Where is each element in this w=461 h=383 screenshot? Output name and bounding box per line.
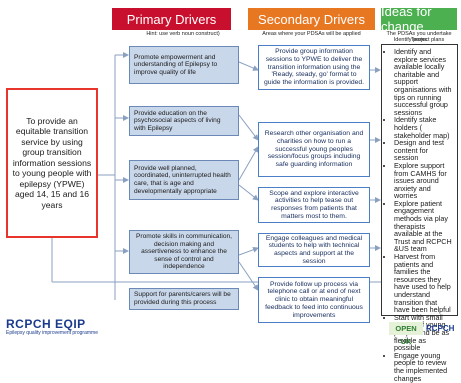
primary-driver-text: Promote empowerment and understanding of… — [134, 53, 218, 76]
idea-item: Identify stake holders ( stakeholder map… — [394, 116, 454, 139]
primary-drivers-hint: Hint: use verb noun construct) — [146, 31, 220, 37]
openuk-logo: OPEN UK — [389, 322, 423, 346]
idea-item: Explore support from CAMHS for issues ar… — [394, 162, 454, 200]
rcpch-eqip-subtitle: Epilepsy quality improvement programme — [6, 330, 98, 336]
secondary-driver-text: Provide follow up process via telephone … — [265, 280, 363, 319]
primary-driver-text: Support for parents/carers will be provi… — [134, 291, 231, 306]
secondary-driver-5: Provide follow up process via telephone … — [258, 277, 370, 323]
primary-driver-4: Promote skills in communication, decisio… — [129, 230, 239, 274]
connector-arrows — [51, 52, 400, 300]
secondary-drivers-title: Secondary Drivers — [258, 11, 365, 27]
rcpch-small-logo: RCPCH — [426, 322, 460, 335]
ideas-title: Ideas for change — [381, 4, 432, 34]
secondary-driver-1: Provide group information sessions to YP… — [258, 45, 370, 90]
rcpch-eqip-logo: RCPCH EQIP Epilepsy quality improvement … — [6, 318, 156, 338]
ideas-hint-line1: The PDSAs you undertake Teams — [386, 31, 452, 43]
idea-item: Harvest from patients and families the r… — [394, 253, 454, 314]
primary-driver-2: Provide education on the psychosocial as… — [129, 106, 239, 136]
primary-driver-text: Provide well planned, coordinated, unint… — [134, 164, 231, 195]
secondary-driver-text: Scope and explore interactive activities… — [269, 189, 359, 220]
secondary-drivers-hint: Areas where your PDSAs will be applied — [262, 31, 361, 37]
secondary-driver-4: Engage colleagues and medical students t… — [258, 233, 370, 267]
primary-driver-1: Promote empowerment and understanding of… — [129, 46, 239, 84]
secondary-driver-text: Engage colleagues and medical students t… — [265, 234, 363, 265]
secondary-driver-2: Research other organisation and charitie… — [258, 122, 370, 177]
primary-drivers-header: Primary Drivers — [112, 8, 231, 30]
primary-driver-3: Provide well planned, coordinated, unint… — [129, 160, 239, 200]
rcpch-eqip-wordmark: RCPCH EQIP — [6, 317, 86, 331]
secondary-driver-text: Research other organisation and charitie… — [264, 130, 364, 169]
secondary-driver-text: Provide group information sessions to YP… — [263, 48, 365, 87]
rcpch-small-text: RCPCH — [426, 324, 455, 333]
primary-driver-text: Promote skills in communication, decisio… — [135, 233, 232, 271]
secondary-drivers-header: Secondary Drivers — [248, 8, 375, 30]
ideas-hint-line2: Identify project plans — [393, 37, 445, 43]
aim-box: To provide an equitable transition servi… — [6, 88, 98, 238]
primary-driver-5: Support for parents/carers will be provi… — [129, 288, 239, 310]
idea-item: Identify and explore services available … — [394, 48, 454, 116]
idea-item: Design and test content for session — [394, 139, 454, 162]
secondary-driver-3: Scope and explore interactive activities… — [258, 187, 370, 223]
primary-drivers-title: Primary Drivers — [126, 11, 217, 27]
ideas-header: Ideas for change — [381, 4, 457, 34]
ideas-box: Identify and explore services available … — [381, 44, 458, 382]
aim-text: To provide an equitable transition servi… — [12, 115, 92, 210]
idea-item: Explore patient engagement methods via p… — [394, 200, 454, 253]
idea-item: Engage young people to review the implem… — [394, 351, 454, 382]
primary-driver-text: Provide education on the psychosocial as… — [134, 109, 221, 132]
